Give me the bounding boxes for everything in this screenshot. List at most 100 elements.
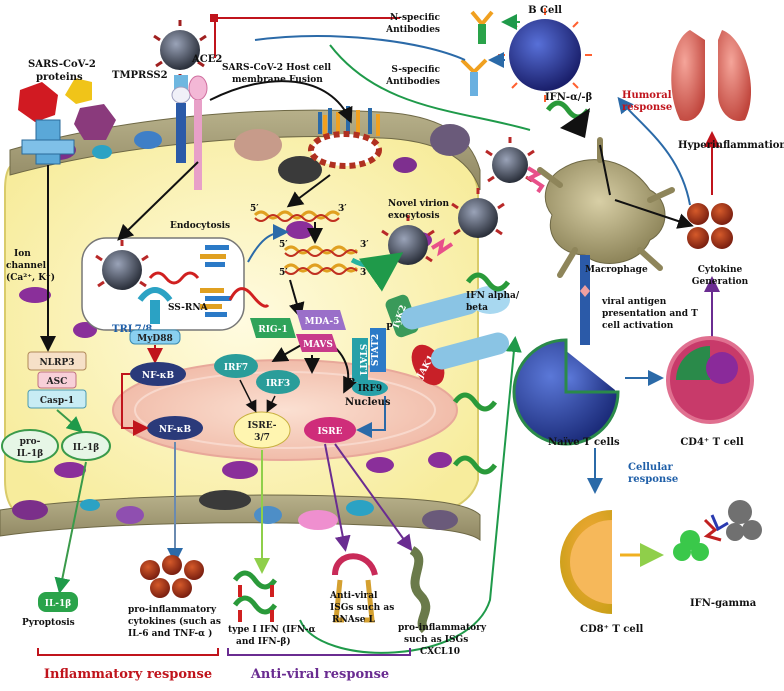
ifn-receptor xyxy=(400,286,510,370)
ss-rna-label: SS-RNA xyxy=(168,303,209,313)
virus-icon xyxy=(451,188,505,238)
svg-text:IRF7: IRF7 xyxy=(224,363,248,373)
macrophage-icon xyxy=(537,137,675,278)
cd8-t-cell-label: CD8⁺ T cell xyxy=(580,624,644,635)
casp1-node: Casp-1 xyxy=(27,389,87,409)
stat2-node: STAT2 xyxy=(370,328,386,372)
irf3-node: IRF3 xyxy=(256,370,300,394)
ion-channel-label-1: Ion xyxy=(14,249,31,259)
svg-text:RIG-1: RIG-1 xyxy=(258,325,288,335)
svg-text:ASC: ASC xyxy=(46,377,68,387)
svg-text:MAVS: MAVS xyxy=(303,340,333,350)
cd4-t-cell-icon xyxy=(666,336,754,424)
svg-text:IL-1β: IL-1β xyxy=(17,449,44,459)
naive-t-cell-icon xyxy=(512,338,620,446)
rna-5prime-a: 5′ xyxy=(250,204,259,214)
phospho-label-1: P xyxy=(348,378,355,388)
cytokine-generation-label-2: Generation xyxy=(692,277,749,287)
il1b-outside-node: IL-1β xyxy=(38,592,78,612)
asc-node: ASC xyxy=(37,371,77,389)
il1b-inner-node: IL-1β xyxy=(61,431,111,461)
antiviral-isg-icon xyxy=(332,553,378,623)
n-antibodies-label-2: Antibodies xyxy=(385,25,440,35)
svg-text:IRF9: IRF9 xyxy=(358,384,382,394)
proinflammatory-isg-label-3: CXCL10 xyxy=(420,647,460,657)
trl-label-group: TRL7/8 SS-RNA xyxy=(112,303,209,335)
irf7-node: IRF7 xyxy=(214,354,258,378)
rig1-node: RIG-1 xyxy=(250,318,296,338)
proinflammatory-isg-icon xyxy=(409,546,431,634)
svg-text:MyD88: MyD88 xyxy=(137,334,173,344)
proinflammatory-cytokines-label-3: IL-6 and TNF-α ) xyxy=(128,628,212,639)
antiviral-isg-label-1: Anti-viral xyxy=(329,591,378,601)
type1-ifn-label-2: and IFN-β) xyxy=(236,636,291,647)
antiviral-isg-label-2: ISGs such as xyxy=(330,603,394,613)
cellular-response-label-2: response xyxy=(628,474,678,485)
svg-text:IL-1β: IL-1β xyxy=(45,599,72,609)
rna-strand xyxy=(283,263,359,275)
sars-proteins-icon xyxy=(18,78,116,165)
novel-virion-label-1: Novel virion xyxy=(388,199,450,209)
antiviral-isg-label-3: RNAse L xyxy=(332,615,376,625)
isre37-node: ISRE- 3/7 xyxy=(233,411,291,449)
proinflammatory-cytokines-label-1: pro-inflammatory xyxy=(128,605,217,615)
svg-text:3/7: 3/7 xyxy=(254,433,270,443)
ifn-alpha-beta-label-1: IFN alpha/ xyxy=(466,291,520,301)
svg-text:IRF3: IRF3 xyxy=(266,379,290,389)
type1-ifn-icon xyxy=(232,570,278,622)
myd88-node: MyD88 xyxy=(129,329,181,345)
arrow-fusion-endocytosis xyxy=(117,161,199,241)
ifn-gamma-label: IFN-gamma xyxy=(690,598,757,609)
trl-label: TRL7/8 xyxy=(112,324,152,335)
s-antibody-icon xyxy=(460,58,488,96)
stat1-node: STAT1 xyxy=(352,338,368,382)
hyperinflammation-label: Hyperinflammation xyxy=(678,140,784,151)
s-antibodies-label-2: Antibodies xyxy=(385,77,440,87)
mhc-receptor xyxy=(580,255,590,345)
nlrp3-node: NLRP3 xyxy=(27,351,87,371)
tmprss2-receptor xyxy=(188,75,208,190)
cd4-t-cell-label: CD4⁺ T cell xyxy=(680,437,744,448)
macrophage-label: Macrophage xyxy=(585,265,648,275)
sars-proteins-label-2: proteins xyxy=(36,72,83,83)
svg-text:MDA-5: MDA-5 xyxy=(305,317,340,327)
cellular-response-label-1: Cellular xyxy=(628,462,673,473)
svg-text:ISRE: ISRE xyxy=(317,427,342,437)
nfkb-node-1: NF-κB xyxy=(130,362,186,386)
irf9-node: IRF9 xyxy=(352,380,388,396)
svg-text:STAT1: STAT1 xyxy=(357,344,367,376)
type1-ifn-label-1: type I IFN (IFN-α xyxy=(228,624,316,635)
n-antibodies-label-1: N-specific xyxy=(390,13,440,23)
tlr-receptor xyxy=(137,287,173,324)
cd8-t-cell-icon xyxy=(560,510,612,614)
rna-strand xyxy=(253,210,341,222)
rna-3prime-a: 3′ xyxy=(338,204,347,214)
nucleus-label: Nucleus xyxy=(345,397,391,408)
ifn-ab-label: IFN-α/-β xyxy=(545,92,593,103)
proinflammatory-isg-label-2: such as ISGs xyxy=(404,635,468,645)
pro-il1b-node: pro- IL-1β xyxy=(1,429,59,463)
cytokine-generation-icon xyxy=(687,203,733,249)
ace2-receptor xyxy=(171,75,191,163)
viral-antigen-label-1: viral antigen xyxy=(601,297,667,307)
svg-text:IL-1β: IL-1β xyxy=(73,443,100,453)
tmprss2-label: TMPRSS2 xyxy=(112,70,168,81)
arrow-fusion-rna xyxy=(286,174,331,208)
svg-text:NF-κB: NF-κB xyxy=(142,371,175,381)
antiviral-bracket xyxy=(227,648,411,656)
svg-text:pro-: pro- xyxy=(20,437,41,447)
antiviral-response-label: Anti-viral response xyxy=(250,667,389,682)
sars-proteins-label-1: SARS-CoV-2 xyxy=(28,59,96,70)
ss-rna-icon xyxy=(148,245,270,317)
phospho-label-2: P xyxy=(386,323,393,333)
cytokine-balls-icon xyxy=(140,555,204,598)
svg-text:STAT2: STAT2 xyxy=(371,334,381,366)
s-antibodies-label-1: S-specific xyxy=(391,65,440,75)
ion-channel-label-3: (Ca²⁺, K⁺) xyxy=(6,272,55,283)
proinflammatory-cytokines-label-2: cytokines (such as xyxy=(128,616,221,627)
viral-antigen-label-2: presentation and T xyxy=(602,309,698,319)
pyroptosis-label: Pyroptosis xyxy=(22,618,75,628)
macrophage-bcell-arrow xyxy=(560,108,590,138)
isre-node: ISRE xyxy=(304,417,356,443)
